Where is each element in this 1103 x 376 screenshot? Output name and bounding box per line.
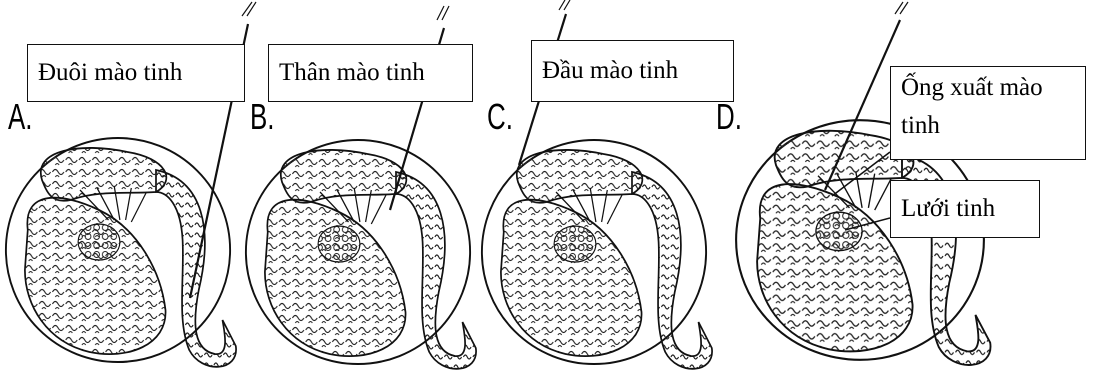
label-c: Đầu mào tinh [531,40,734,102]
panel-letter-b: B. [250,96,274,138]
label-d-rete: Lưới tinh [890,180,1040,238]
panel-letter-d: D. [716,96,742,138]
panel-letter-a: A. [8,96,32,138]
label-a: Đuôi mào tinh [27,44,245,102]
label-d-efferent: Ống xuất mào tinh [890,66,1086,160]
label-b: Thân mào tinh [268,44,473,102]
panel-letter-c: C. [487,96,513,138]
